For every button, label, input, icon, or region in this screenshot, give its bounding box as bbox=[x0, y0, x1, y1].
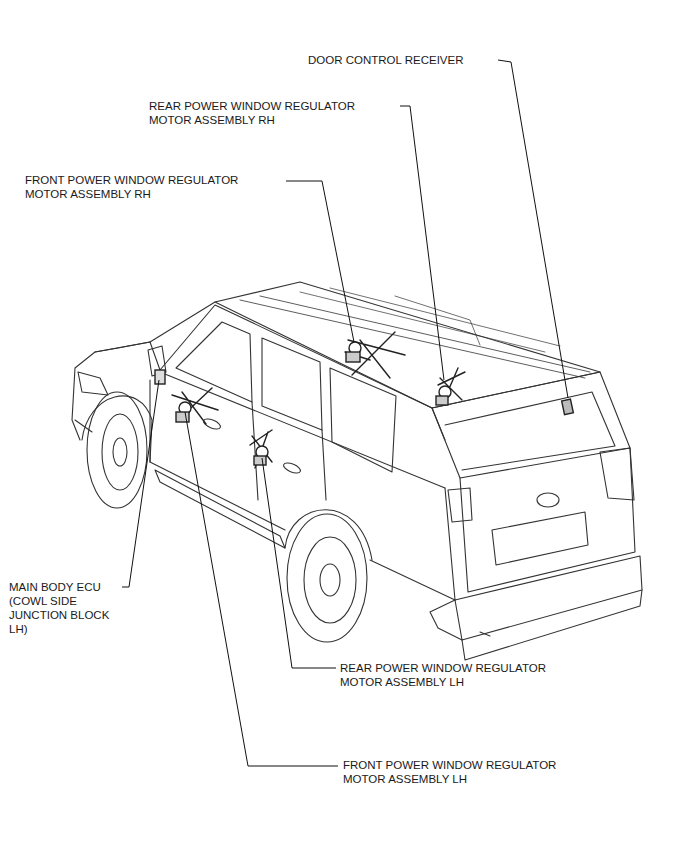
vehicle-body bbox=[72, 282, 642, 660]
part-label: DOOR CONTROL RECEIVER bbox=[308, 53, 508, 67]
leader-lines bbox=[122, 60, 568, 766]
part-label: MAIN BODY ECU (COWL SIDE JUNCTION BLOCK … bbox=[9, 580, 127, 636]
window-regulators bbox=[155, 332, 573, 468]
part-label: REAR POWER WINDOW REGULATOR MOTOR ASSEMB… bbox=[340, 661, 572, 689]
part-label: REAR POWER WINDOW REGULATOR MOTOR ASSEMB… bbox=[149, 99, 379, 127]
part-label: FRONT POWER WINDOW REGULATOR MOTOR ASSEM… bbox=[25, 173, 261, 201]
part-label: FRONT POWER WINDOW REGULATOR MOTOR ASSEM… bbox=[343, 758, 579, 786]
